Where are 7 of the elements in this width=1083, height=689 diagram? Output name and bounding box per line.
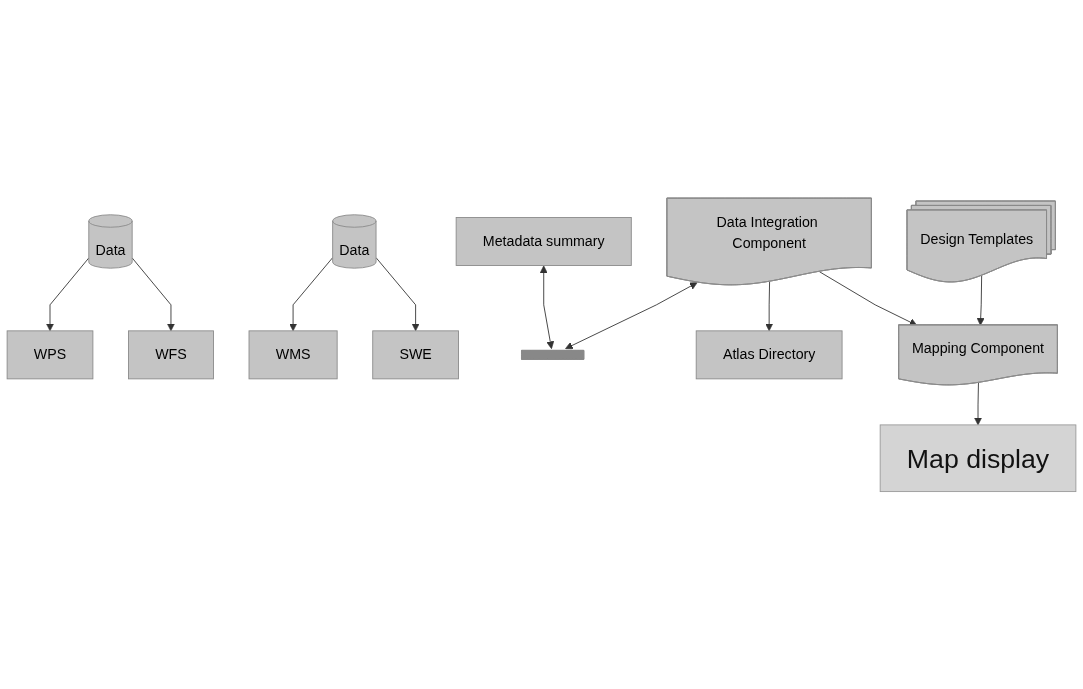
node-box: WPS (6, 330, 94, 379)
node-box: SWE (372, 330, 459, 379)
node-box: WMS (248, 330, 338, 379)
node-box: Map display (879, 424, 1077, 492)
node-box: Metadata summary (455, 216, 632, 266)
node-box: Atlas Directory (695, 330, 843, 379)
node-box: WFS (128, 330, 214, 379)
